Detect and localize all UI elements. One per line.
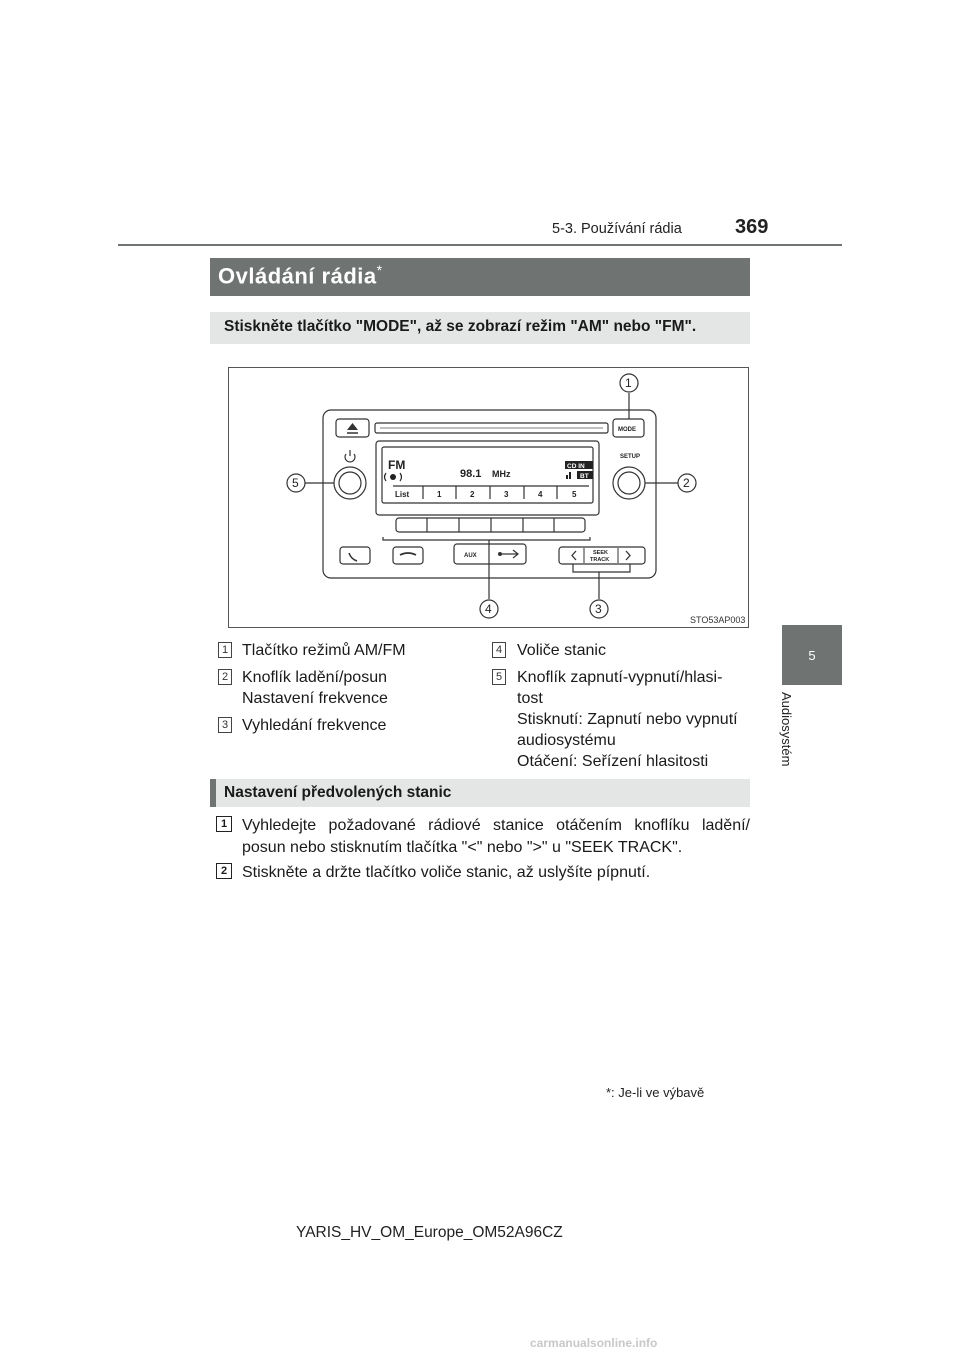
page-number: 369 (735, 216, 769, 238)
subsection-accent (210, 779, 216, 807)
legend-text: Knoflík zapnutí-vypnutí/hlasi- (517, 669, 723, 686)
legend-item: 4 Voliče stanic (492, 640, 757, 661)
chapter-name: Audiosystém (779, 692, 794, 767)
legend-text: Voliče stanic (517, 642, 606, 659)
legend-num: 4 (492, 642, 506, 658)
optional-marker: * (376, 262, 383, 278)
legend-item: 5 Knoflík zapnutí-vypnutí/hlasi- tost St… (492, 667, 757, 772)
radio-wave-icon (383, 472, 403, 482)
signal-icon (566, 472, 571, 479)
legend-item: 1 Tlačítko režimů AM/FM (218, 640, 478, 661)
display-frequency: 98.1 (460, 468, 481, 480)
section-reference: 5-3. Používání rádia (552, 221, 682, 237)
eject-icon (347, 423, 358, 430)
callout-label-1: 1 (625, 376, 632, 390)
radio-figure-frame (228, 367, 749, 628)
instruction-box (210, 312, 750, 344)
seek-forward-icon (625, 550, 631, 561)
display-list-label: List (395, 490, 410, 499)
track-label: TRACK (590, 557, 609, 563)
display-frame (375, 440, 600, 516)
eject-button (335, 418, 370, 438)
radio-illustration: FM 98.1 MHz CD IN BT List 1 2 3 4 5 MODE… (286, 373, 697, 619)
step-line: Stiskněte a držte tlačítko voliče stanic… (242, 864, 651, 881)
badge-bt: BT (580, 473, 589, 480)
callout-2 (677, 473, 697, 493)
callout-label-5: 5 (292, 476, 299, 490)
legend-text: Tlačítko režimů AM/FM (242, 642, 406, 659)
document-id: YARIS_HV_OM_Europe_OM52A96CZ (296, 1224, 563, 1241)
legend-text: Stisknutí: Zapnutí nebo vypnutí (517, 711, 738, 728)
callout-3 (589, 599, 609, 619)
display-band: FM (388, 458, 405, 472)
callout-label-3: 3 (595, 602, 602, 616)
legend-text: Nastavení frekvence (242, 690, 388, 707)
preset-label-2: 2 (470, 490, 475, 499)
power-icon (344, 450, 356, 463)
callout-label-2: 2 (683, 476, 690, 490)
figure-code: STO53AP003 (690, 615, 746, 625)
step-number: 1 (216, 816, 232, 832)
usb-icon (500, 549, 519, 559)
title-bar (210, 258, 750, 296)
display-unit: MHz (492, 469, 511, 479)
legend-num: 5 (492, 669, 506, 685)
legend-text: Knoflík ladění/posun (242, 669, 387, 686)
header-divider (118, 244, 842, 246)
hangup-button (392, 546, 424, 565)
watermark: carmanualsonline.info (530, 1336, 658, 1350)
phone-button (339, 546, 371, 565)
seek-track-button (558, 546, 646, 565)
aux-usb-area (453, 543, 527, 565)
legend-left: 1 Tlačítko režimů AM/FM 2 Knoflík ladění… (218, 640, 478, 736)
callout-5 (286, 473, 306, 493)
legend-item: 2 Knoflík ladění/posun Nastavení frekven… (218, 667, 478, 709)
legend-item: 3 Vyhledání frekvence (218, 715, 478, 736)
step-text: Vyhledejte požadované rádiové stanice ot… (242, 815, 750, 859)
legend-num: 1 (218, 642, 232, 658)
step-text: Stiskněte a držte tlačítko voliče stanic… (242, 862, 750, 884)
legend-text: audiosystému (517, 732, 616, 749)
seek-back-icon (571, 550, 577, 561)
page-title-text: Ovládání rádia (218, 263, 377, 289)
hangup-icon (399, 552, 417, 556)
bt-badge (577, 471, 593, 479)
chapter-tab: 5 (782, 625, 842, 685)
instruction-text: Stiskněte tlačítko "MODE", až se zobrazí… (224, 318, 697, 335)
legend-text: Otáčení: Seřízení hlasitosti (517, 753, 709, 770)
step-line: Vyhledejte požadované rádiové stanice ot… (242, 817, 750, 834)
preset-label-1: 1 (437, 490, 442, 499)
legend-num: 3 (218, 717, 232, 733)
legend-right: 4 Voliče stanic 5 Knoflík zapnutí-vypnut… (492, 640, 757, 772)
cd-in-badge (565, 461, 593, 469)
preset-label-4: 4 (538, 490, 543, 499)
subsection-bar (210, 779, 750, 807)
chapter-number: 5 (808, 647, 816, 663)
setup-label: SETUP (620, 454, 640, 460)
footnote: *: Je-li ve výbavě (606, 1085, 705, 1100)
step-line: posun nebo stisknutím tlačítka "<" nebo … (242, 839, 683, 856)
aux-label: AUX (464, 553, 477, 559)
callout-4 (479, 599, 499, 619)
preset-label-3: 3 (504, 490, 509, 499)
legend-text: Vyhledání frekvence (242, 717, 387, 734)
preset-label-5: 5 (572, 490, 577, 499)
legend-text: tost (517, 690, 543, 707)
step-number: 2 (216, 863, 232, 879)
cd-slot (374, 422, 609, 434)
chapter-label: Audiosystém (772, 692, 816, 812)
page-title: Ovládání rádia* (218, 262, 383, 289)
badge-cd: CD IN (567, 463, 585, 470)
seek-label: SEEK (593, 550, 608, 556)
subsection-title: Nastavení předvolených stanic (224, 784, 452, 801)
display-screen (381, 446, 594, 504)
callout-label-4: 4 (485, 602, 492, 616)
legend-num: 2 (218, 669, 232, 685)
phone-icon (348, 552, 358, 562)
mode-label: MODE (618, 427, 636, 433)
callout-1 (619, 373, 639, 393)
